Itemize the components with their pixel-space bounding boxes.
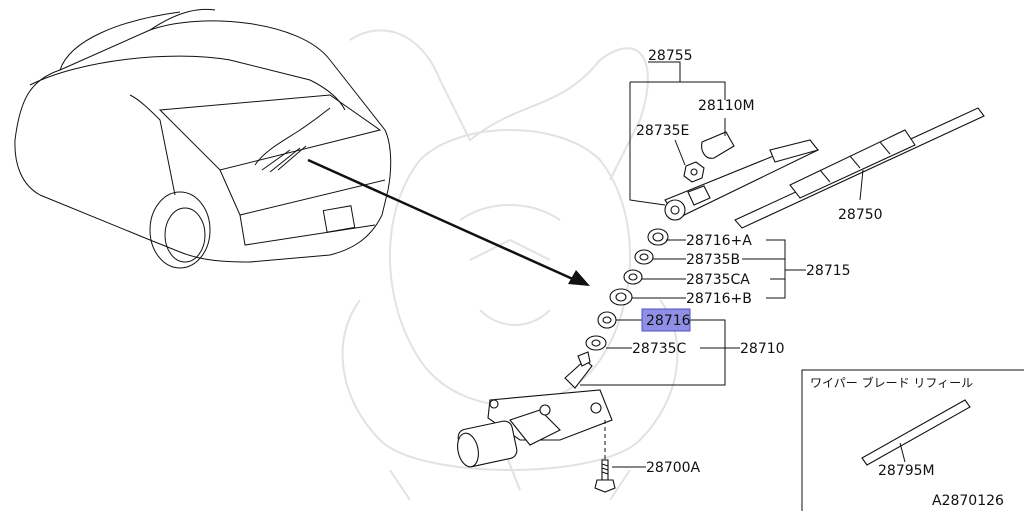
- label-28715[interactable]: 28715: [806, 263, 851, 279]
- wiper-arm-28755: [664, 139, 820, 221]
- pointer-arrow: [307, 158, 590, 286]
- bolt-28700A: [594, 459, 616, 493]
- label-28110M[interactable]: 28110M: [698, 98, 755, 114]
- label-28735B[interactable]: 28735B: [686, 252, 740, 268]
- label-28735CA[interactable]: 28735CA: [686, 272, 750, 288]
- label-28735C[interactable]: 28735C: [632, 341, 687, 357]
- washer-stack: [585, 228, 669, 351]
- refill-title: ワイパー ブレード リフィール: [810, 375, 973, 390]
- figure-code: A2870126: [932, 493, 1004, 509]
- label-28716[interactable]: 28716: [646, 313, 691, 329]
- label-28716A[interactable]: 28716+A: [686, 233, 752, 249]
- watermark-emblem: [341, 29, 679, 501]
- car-illustration: [14, 8, 392, 269]
- leader-lines: [580, 61, 864, 468]
- cap-28110M: [701, 131, 735, 159]
- label-28750[interactable]: 28750: [838, 207, 883, 223]
- wiper-motor-28710: [457, 351, 613, 468]
- nut-28735E: [683, 161, 705, 183]
- part-labels: 28755 28110M 28735E 28750 28716+A 28735B…: [632, 48, 883, 476]
- label-28795M[interactable]: 28795M: [878, 463, 935, 479]
- refill-inset: ワイパー ブレード リフィール 28795M A2870126: [801, 369, 1024, 511]
- label-28700A[interactable]: 28700A: [646, 460, 701, 476]
- wiper-blade-28750: [734, 107, 985, 229]
- label-28710[interactable]: 28710: [740, 341, 785, 357]
- label-28755[interactable]: 28755: [648, 48, 693, 64]
- label-28716B[interactable]: 28716+B: [686, 291, 752, 307]
- part-highlight[interactable]: [641, 308, 691, 332]
- label-28735E[interactable]: 28735E: [636, 123, 689, 139]
